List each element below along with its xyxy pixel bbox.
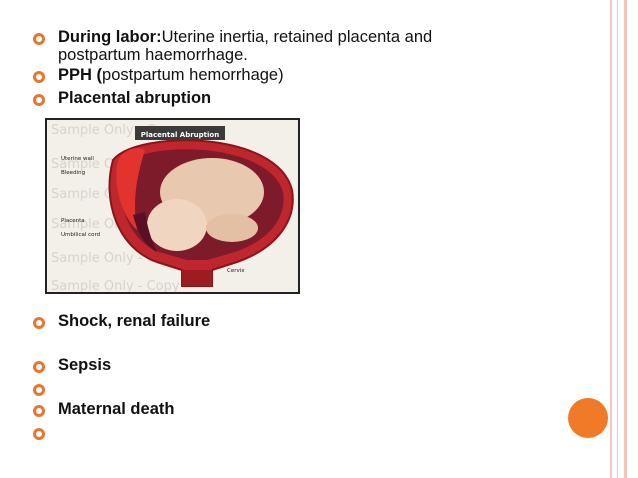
- label-placenta: Placenta: [61, 218, 85, 224]
- placenta-shape: [133, 212, 157, 252]
- bullet-text: postpartum hemorrhage): [102, 66, 284, 84]
- placental-abruption-illustration: Sample Only - Copy Sample Only - Copy Sa…: [45, 118, 300, 294]
- bullet-sepsis: Sepsis: [58, 356, 111, 374]
- figure-title: Placental Abruption: [141, 131, 219, 139]
- fetus-head: [147, 199, 207, 251]
- bullet-placental-abruption: Placental abruption: [58, 89, 211, 107]
- bullet-bold-text: Shock, renal failure: [58, 312, 211, 330]
- bullet-icon: [33, 94, 45, 106]
- bullet-pph: PPH (postpartum hemorrhage): [58, 66, 284, 84]
- fetus-legs: [206, 214, 258, 242]
- bullet-icon: [33, 71, 45, 83]
- bullet-text: Uterine inertia, retained placenta and: [161, 28, 433, 46]
- label-bleeding: Bleeding: [61, 170, 85, 176]
- illustration-svg: Sample Only - Copy Sample Only - Copy Sa…: [51, 123, 294, 292]
- bullet-bold-text: Maternal death: [58, 400, 175, 418]
- bullet-icon: [33, 317, 45, 329]
- bullet-bold-text: Placental abruption: [58, 89, 212, 107]
- bullet-icon: [33, 428, 45, 440]
- bullet-bold-text: During labor:: [58, 28, 162, 46]
- decorative-orange-circle: [568, 398, 608, 438]
- figure-title-bar: [135, 126, 225, 140]
- label-cervix: Cervix: [227, 268, 245, 274]
- label-umbilical-cord: Umbilical cord: [61, 232, 100, 238]
- bullet-icon: [33, 405, 45, 417]
- label-uterine-wall: Uterine wall: [61, 156, 94, 162]
- bullet-icon: [33, 384, 45, 396]
- bullet-text-continued: postpartum haemorrhage.: [58, 46, 248, 64]
- bullet-maternal-death: Maternal death: [58, 400, 174, 418]
- cervix-shape: [182, 270, 212, 286]
- bullet-during-labor: During labor:Uterine inertia, retained p…: [58, 28, 432, 64]
- slide-edge-decoration: [602, 0, 638, 478]
- bullet-shock-renal-failure: Shock, renal failure: [58, 312, 210, 330]
- bullet-icon: [33, 361, 45, 373]
- bullet-icon: [33, 33, 45, 45]
- bullet-bold-text: Sepsis: [58, 356, 112, 374]
- bullet-bold-text: PPH (: [58, 66, 103, 84]
- watermark-text: Sample Only - Copy: [51, 279, 180, 292]
- bleeding-region: [116, 148, 145, 230]
